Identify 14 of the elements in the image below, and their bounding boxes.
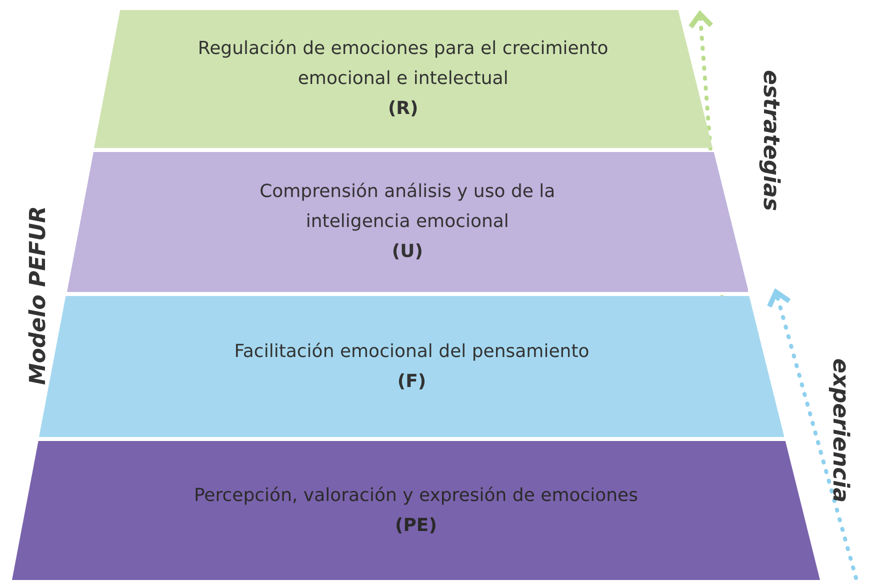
pyramid-level xyxy=(66,152,748,292)
level-code: (U) xyxy=(390,240,424,264)
axis-label: estrategias xyxy=(757,70,782,210)
pyramid-level xyxy=(94,10,712,148)
level-title: Regulación de emociones para el crecimiento emocional e intelectual xyxy=(196,37,610,91)
level-title: Percepción, valoración y expresión de emociones xyxy=(192,484,640,508)
level-code: (F) xyxy=(396,370,428,394)
level-title: Facilitación emocional del pensamiento xyxy=(233,340,590,364)
side-title: Modelo PEFUR xyxy=(26,206,50,384)
pyramid-level xyxy=(12,441,820,580)
level-code: (R) xyxy=(386,97,420,121)
axis-label: experiencia xyxy=(828,358,853,502)
level-title: Comprensión análisis y uso de la inteligencia emocional xyxy=(258,180,556,234)
level-code: (PE) xyxy=(394,514,438,538)
